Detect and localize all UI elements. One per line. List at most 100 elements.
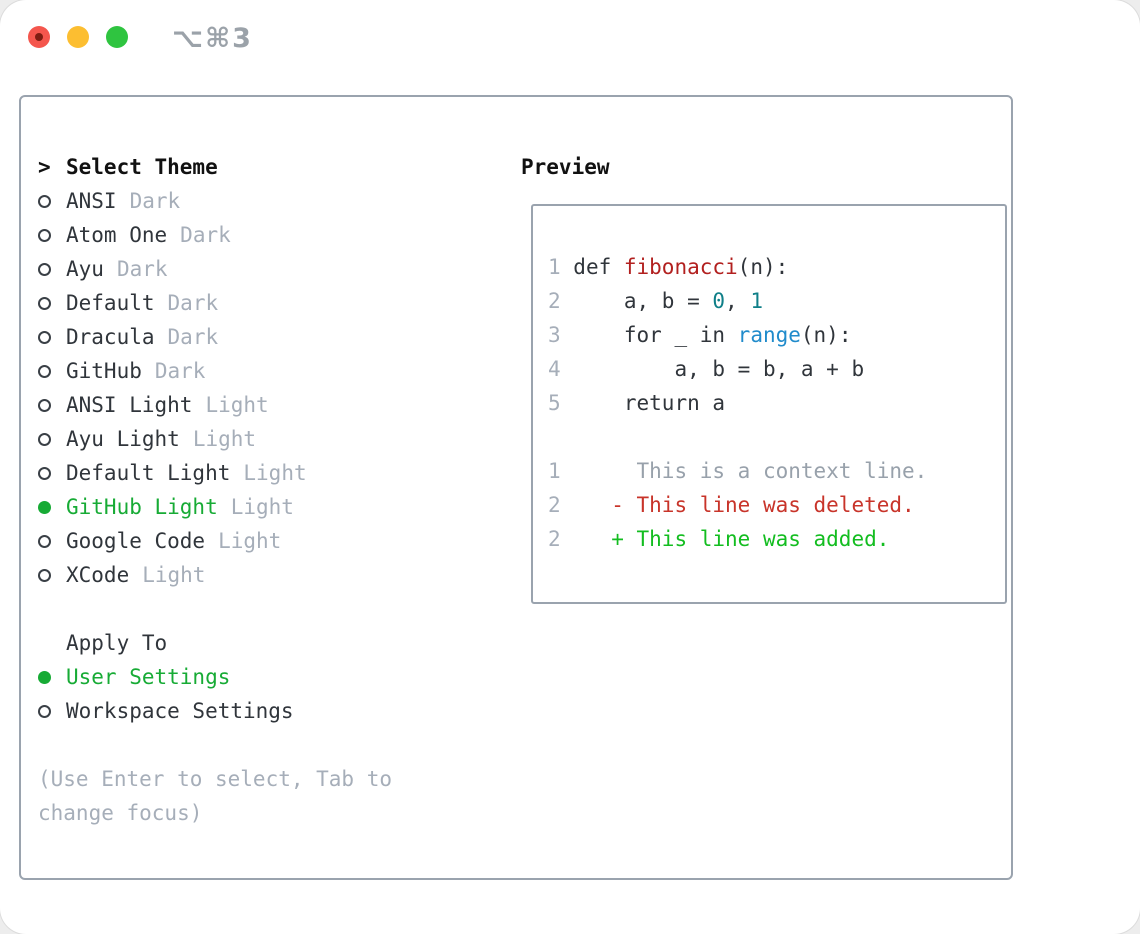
option-label: GitHub Light — [66, 495, 218, 519]
option-variant-label: Light — [192, 427, 257, 451]
option-variant-label: Dark — [167, 291, 219, 315]
theme-option[interactable]: XCode Light — [38, 558, 502, 592]
radio-unselected-icon — [38, 194, 51, 208]
theme-option[interactable]: GitHub Light Light — [38, 490, 502, 524]
option-label: ANSI Light — [66, 393, 193, 417]
code-line: 2 + This line was added. — [548, 522, 1005, 556]
radio-unselected-icon — [38, 364, 51, 378]
code-segment-code: (n): — [737, 255, 789, 279]
option-label: Ayu Light — [66, 427, 180, 451]
select-theme-title: Select Theme — [66, 155, 218, 179]
apply-to-option[interactable]: User Settings — [38, 660, 502, 694]
code-segment-num: 0 — [712, 289, 726, 313]
code-line: 4 a, b = b, a + b — [548, 352, 1005, 386]
option-label: XCode — [66, 563, 130, 587]
option-label: GitHub — [66, 359, 142, 383]
spacer — [38, 728, 502, 762]
code-segment-added: + This line was added. — [560, 527, 890, 551]
code-line: 2 a, b = 0, 1 — [548, 284, 1005, 318]
option-variant-label: Dark — [154, 359, 206, 383]
help-text: (Use Enter to select, Tab to change focu… — [38, 767, 393, 825]
apply-to-option[interactable]: Workspace Settings — [38, 694, 502, 728]
option-label: Default — [66, 291, 155, 315]
option-variant-label: Light — [230, 495, 294, 519]
code-segment-context: This is a context line. — [560, 459, 928, 483]
code-line: 2 - This line was deleted. — [548, 488, 1005, 522]
radio-unselected-icon — [38, 330, 51, 344]
option-variant-label: Dark — [167, 325, 219, 349]
apply-to-header: Apply To — [38, 626, 502, 660]
code-segment-code: a, b = — [560, 289, 713, 313]
radio-selected-icon — [38, 670, 51, 684]
line-number: 4 — [548, 357, 561, 381]
line-number: 1 — [548, 459, 561, 483]
code-line: 3 for _ in range(n): — [548, 318, 1005, 352]
theme-option[interactable]: Default Dark — [38, 286, 502, 320]
radio-unselected-icon — [38, 296, 51, 310]
theme-option[interactable]: GitHub Dark — [38, 354, 502, 388]
option-variant-label: Dark — [116, 257, 168, 281]
spacer — [38, 592, 502, 626]
radio-unselected-icon — [38, 262, 51, 276]
code-segment-code: a, b = b, a + b — [560, 357, 865, 381]
code-segment-deleted: - This line was deleted. — [560, 493, 915, 517]
code-segment-code: def — [560, 255, 624, 279]
traffic-lights — [28, 26, 128, 48]
line-number: 2 — [548, 289, 561, 313]
code-segment-num: 1 — [750, 289, 763, 313]
option-label: Ayu — [66, 257, 104, 281]
option-variant-label: Dark — [129, 189, 181, 213]
preview-title: Preview — [521, 155, 610, 179]
select-theme-header: > Select Theme — [38, 150, 502, 184]
titlebar: ⌥⌘3 — [0, 0, 1140, 95]
radio-unselected-icon — [38, 228, 51, 242]
code-line: 1 This is a context line. — [548, 454, 1005, 488]
theme-option[interactable]: ANSI Dark — [38, 184, 502, 218]
keyboard-shortcut-label: ⌥⌘3 — [172, 23, 253, 54]
option-label: Dracula — [66, 325, 155, 349]
option-label: Default Light — [66, 461, 231, 485]
radio-unselected-icon — [38, 568, 51, 582]
code-segment-code: (n): — [800, 323, 852, 347]
code-line: 1 def fibonacci(n): — [548, 250, 1005, 284]
option-label: Atom One — [66, 223, 168, 247]
maximize-button[interactable] — [106, 26, 128, 48]
code-segment-builtin: range — [737, 323, 801, 347]
theme-option[interactable]: Dracula Dark — [38, 320, 502, 354]
minimize-button[interactable] — [67, 26, 89, 48]
radio-unselected-icon — [38, 432, 51, 446]
line-number: 2 — [548, 527, 561, 551]
close-indicator-dot — [35, 33, 43, 41]
code-line: 5 return a — [548, 386, 1005, 420]
radio-unselected-icon — [38, 398, 51, 412]
line-number: 2 — [548, 493, 561, 517]
option-label: ANSI — [66, 189, 117, 213]
radio-selected-icon — [38, 500, 51, 514]
theme-option[interactable]: ANSI Light Light — [38, 388, 502, 422]
line-number: 1 — [548, 255, 561, 279]
option-label: Workspace Settings — [66, 699, 294, 723]
radio-unselected-icon — [38, 534, 51, 548]
option-variant-label: Light — [218, 529, 282, 553]
close-button[interactable] — [28, 26, 50, 48]
apply-to-title: Apply To — [66, 631, 168, 655]
code-segment-code: , — [725, 289, 751, 313]
prompt-caret-icon: > — [38, 155, 51, 179]
option-variant-label: Light — [205, 393, 269, 417]
line-number: 3 — [548, 323, 561, 347]
preview-column: Preview 1 def fibonacci(n):2 a, b = 0, 1… — [502, 150, 1011, 878]
line-number: 5 — [548, 391, 561, 415]
code-segment-code: return a — [560, 391, 726, 415]
theme-option[interactable]: Ayu Dark — [38, 252, 502, 286]
option-variant-label: Light — [142, 563, 206, 587]
theme-option[interactable]: Ayu Light Light — [38, 422, 502, 456]
radio-unselected-icon — [38, 704, 51, 718]
